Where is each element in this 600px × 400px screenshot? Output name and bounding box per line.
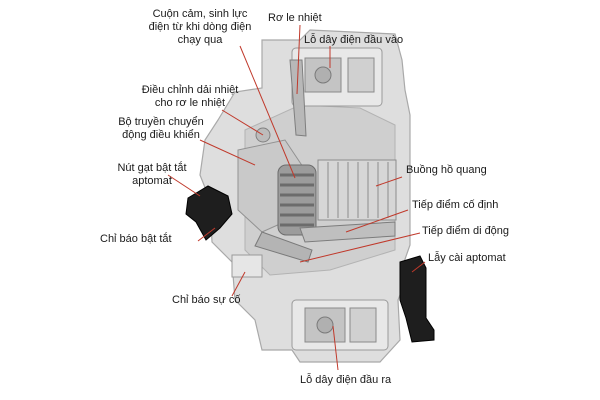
label-toggle-knob: Nút gạt bật tắt aptomat (117, 162, 187, 187)
leader-thermal-adjust (221, 109, 264, 136)
label-fixed-contact: Tiếp điểm cố định (412, 199, 499, 211)
leader-thermal-relay (296, 24, 301, 95)
label-fault-indicator: Chỉ báo sự cố (172, 294, 241, 306)
label-input-terminal: Lỗ dây điện đầu vào (304, 34, 404, 46)
leader-toggle (167, 174, 201, 197)
mounting-latch (399, 255, 435, 343)
label-output-terminal: Lỗ dây điện đầu ra (300, 374, 392, 386)
label-moving-contact: Tiếp điểm di động (422, 225, 510, 237)
arc-chamber (317, 159, 397, 221)
leader-transmission (199, 139, 256, 166)
output-terminal-block (291, 299, 389, 351)
label-thermal-relay: Rơ le nhiệt (268, 12, 322, 24)
label-arc-chamber: Buồng hồ quang (406, 164, 487, 176)
label-thermal-adjust: Điều chỉnh dải nhiệt cho rơ le nhiệt (141, 84, 239, 109)
leader-on-off (197, 227, 216, 242)
leader-moving-contact (299, 232, 421, 263)
toggle-handle (185, 185, 233, 241)
magnetic-coil (277, 164, 317, 236)
leader-fixed-contact (345, 209, 409, 233)
leader-lines (167, 24, 426, 371)
leader-latch (411, 261, 426, 273)
label-coil: Cuộn cảm, sinh lực điện từ khi dòng điện… (148, 8, 252, 46)
leader-output-terminal (332, 325, 339, 371)
leader-fault (231, 271, 246, 297)
input-terminal-block (291, 47, 383, 107)
leader-arc-chamber (375, 176, 403, 187)
leader-coil (239, 45, 296, 179)
label-on-off-indicator: Chỉ báo bật tắt (100, 233, 172, 245)
fixed-contact-part (299, 221, 396, 243)
label-mounting-latch: Lẫy cài aptomat (428, 252, 506, 264)
label-control-transmission: Bộ truyền chuyển động điều khiển (118, 116, 204, 141)
moving-contact-arm (254, 231, 313, 263)
indicator-window (231, 254, 263, 278)
